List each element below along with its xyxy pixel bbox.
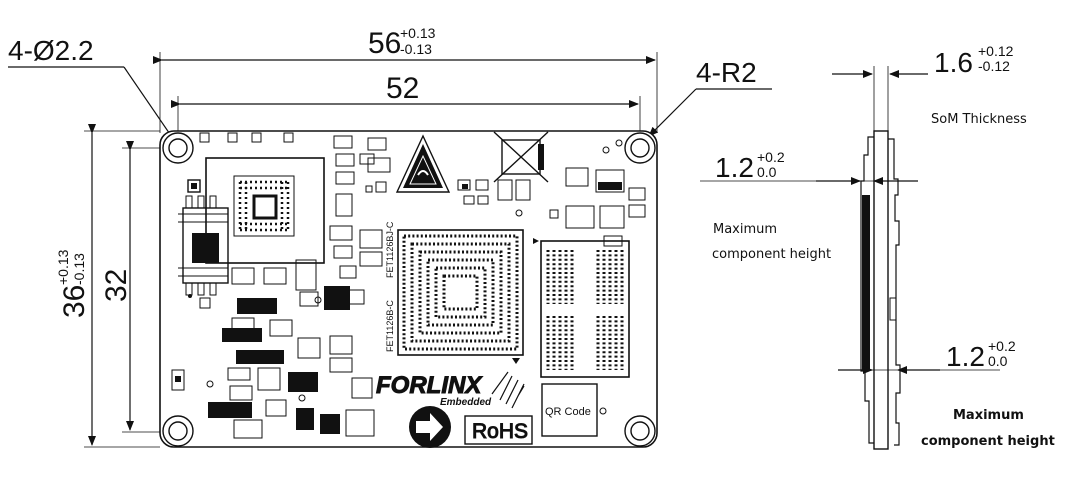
part-number-top: FET1126BJ-C [385, 221, 395, 278]
callout-corner-radius: 4-R2 [648, 57, 772, 137]
side-connector [862, 195, 870, 370]
top-height-label-1: Maximum [713, 222, 777, 237]
rohs-label: RoHS [472, 420, 528, 443]
lower-left-components [171, 139, 623, 439]
mounting-hole-bottom-right [624, 415, 656, 447]
dim-36-plus: +0.13 [55, 249, 71, 285]
part-number-bottom-wrap: FET1126B-C [385, 300, 395, 352]
mounting-hole-bottom-left [162, 415, 194, 447]
qr-code-label: QR Code [545, 406, 591, 418]
part-number-top-wrap: FET1126BJ-C [385, 221, 395, 278]
esd-warning-icon [395, 134, 451, 193]
bottom-height-label-2: component height [921, 434, 1055, 449]
dimension-height-total: 36 +0.13 -0.13 [55, 124, 96, 446]
part-number-bottom: FET1126B-C [385, 300, 395, 352]
dim-thickness-plus: +0.12 [978, 43, 1014, 59]
dim-56-minus: -0.13 [400, 41, 432, 57]
dimension-top-component-height: 1.2 +0.2 0.0 Maximum component height [700, 149, 918, 262]
dim-top-height-main: 1.2 [715, 152, 754, 183]
emmc-bga [533, 238, 630, 378]
qr-code-box: QR Code [541, 383, 598, 437]
top-height-label-2: component height [712, 247, 831, 262]
weee-bin-icon [493, 131, 549, 183]
top-edge-pads [199, 132, 294, 143]
dimension-thickness: 1.6 +0.12 -0.12 SoM Thickness [832, 43, 1027, 131]
dim-56-main: 56 [368, 27, 401, 60]
mounting-hole-top-left [162, 132, 194, 164]
dim-bottom-height-main: 1.2 [946, 341, 985, 372]
orientation-arrow-icon [409, 406, 451, 448]
side-board [873, 130, 889, 450]
rohs-mark: RoHS [464, 415, 533, 445]
dim-top-height-minus: 0.0 [757, 164, 777, 180]
dim-bottom-height-minus: 0.0 [988, 353, 1008, 369]
dimension-hole-span-x: 52 [171, 72, 639, 108]
dim-top-height-plus: +0.2 [757, 149, 785, 165]
pcb-outline [159, 130, 658, 448]
power-component [178, 179, 229, 296]
dimension-bottom-component-height: 1.2 +0.2 0.0 Maximum component height [838, 338, 1055, 449]
callout-radius-text: 4-R2 [696, 57, 757, 88]
brand-text: FORLINX [376, 372, 483, 399]
dim-52: 52 [386, 72, 419, 105]
dim-36-main: 36 [58, 285, 91, 318]
dim-thickness-minus: -0.12 [978, 58, 1010, 74]
passive-components-cluster [329, 135, 646, 279]
dimension-width-total: 56 +0.13 -0.13 [153, 25, 656, 64]
dim-56-plus: +0.13 [400, 25, 436, 41]
memory-chip [205, 157, 325, 264]
pcb-top-view: FORLINX Embedded QR Code RoHS FET1126BJ-… [159, 130, 658, 448]
main-soc-bga [397, 229, 524, 364]
callout-hole-text: 4-Ø2.2 [8, 35, 94, 66]
dim-thickness-main: 1.6 [934, 47, 973, 78]
forlinx-logo: FORLINX Embedded [376, 371, 525, 409]
bottom-height-label-1: Maximum [953, 408, 1024, 423]
thickness-label: SoM Thickness [931, 112, 1027, 127]
pcb-side-view [860, 130, 901, 450]
dim-bottom-height-plus: +0.2 [988, 338, 1016, 354]
brand-sub-text: Embedded [440, 397, 492, 408]
dim-36-minus: -0.13 [71, 253, 87, 285]
mounting-holes [162, 132, 656, 447]
callout-hole-diameter: 4-Ø2.2 [8, 35, 177, 144]
dimension-hole-span-y: 32 [100, 141, 134, 431]
brand-mark-icon [491, 371, 525, 409]
mounting-hole-top-right [624, 132, 656, 164]
dim-32: 32 [100, 269, 133, 302]
